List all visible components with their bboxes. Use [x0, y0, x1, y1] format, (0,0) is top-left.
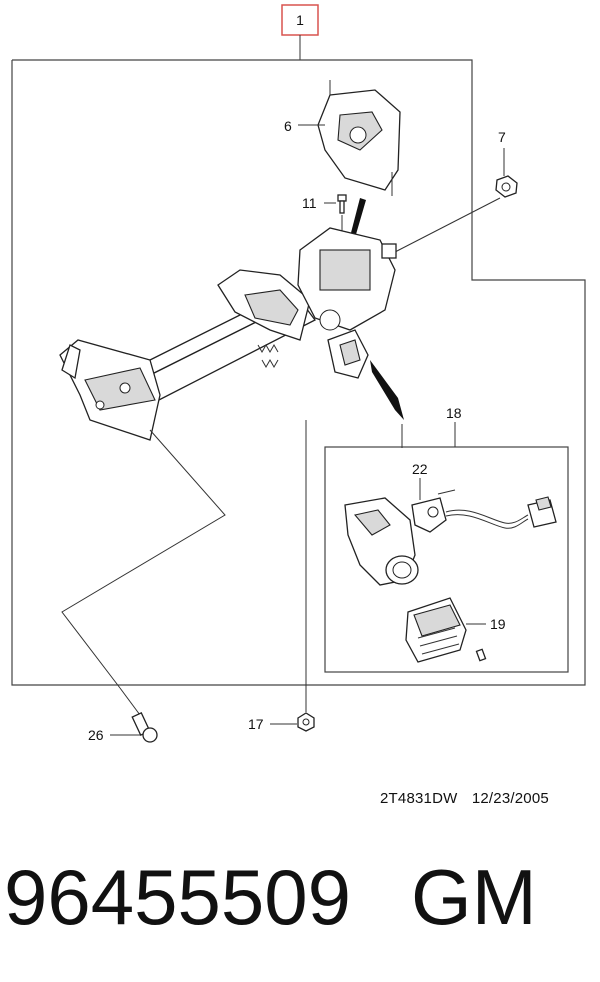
- callout-6-label[interactable]: 6: [284, 118, 292, 134]
- part-17-nut: [297, 712, 315, 732]
- brand-label: GM: [411, 853, 537, 941]
- subassembly-18-frame: [324, 446, 569, 673]
- callout-26-label[interactable]: 26: [88, 727, 104, 743]
- callout-7-label[interactable]: 7: [498, 129, 506, 145]
- callout-18-label[interactable]: 18: [446, 405, 462, 421]
- part-7-nut: [495, 175, 518, 198]
- drawing-reference: 2T4831DW 12/23/2005: [380, 790, 559, 807]
- part-number: 96455509: [4, 853, 352, 941]
- part-26-bolt: [131, 711, 158, 743]
- part-steering-column: [59, 227, 397, 441]
- callout-19-label[interactable]: 19: [490, 616, 506, 632]
- drawing-code: 2T4831DW: [380, 790, 458, 807]
- part-11-bolt: [337, 194, 347, 214]
- callout-22-label[interactable]: 22: [412, 461, 428, 477]
- part-19-switch-module: [405, 597, 487, 663]
- assembly-frame: [11, 59, 586, 686]
- part-6-lock-housing: [317, 80, 401, 196]
- callout-1-label: 1: [296, 12, 304, 28]
- drawing-date: 12/23/2005: [471, 790, 549, 807]
- part-18-ignition-assembly: [344, 489, 557, 586]
- callout-17-label[interactable]: 17: [248, 716, 264, 732]
- callout-11-label[interactable]: 11: [302, 195, 317, 211]
